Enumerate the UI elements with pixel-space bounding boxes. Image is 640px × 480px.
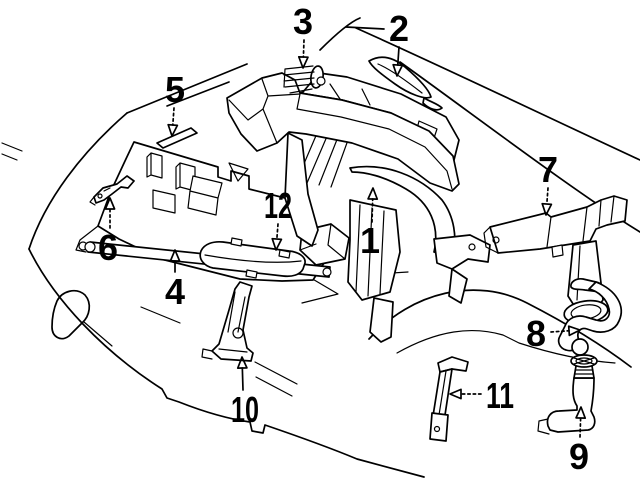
callout-1-leader-line <box>371 198 374 223</box>
callout-5-number: 5 <box>165 69 185 110</box>
callout-8-leader-line <box>550 329 570 333</box>
callout-11-arrowhead <box>449 388 462 400</box>
callout-7-leader-line <box>545 187 549 205</box>
callout-2-number: 2 <box>389 8 409 49</box>
callout-11-number: 11 <box>486 375 514 416</box>
main-apron-assembly <box>75 72 491 343</box>
part-11-bracket <box>429 356 469 442</box>
callout-9-arrowhead <box>575 406 587 419</box>
callout-10: 10 <box>231 356 259 430</box>
callout-10-arrowhead <box>236 356 248 369</box>
callout-7-arrowhead <box>541 202 553 216</box>
callout-10-leader-line <box>241 367 244 391</box>
callout-10-number: 10 <box>231 389 259 430</box>
fender-curve <box>28 112 128 250</box>
hood-edge-line <box>126 63 248 114</box>
part-3-ribbed-piece <box>283 65 326 94</box>
part-5-strip <box>156 127 198 149</box>
callout-1-arrowhead <box>367 187 379 200</box>
windshield-line <box>355 27 640 161</box>
part-12-panel <box>199 237 306 279</box>
callout-4-number: 4 <box>165 271 185 312</box>
bumper-outline <box>28 248 425 478</box>
callout-9-leader-line <box>579 417 582 438</box>
callout-5-arrowhead <box>167 123 179 137</box>
wheel-arch <box>368 289 632 368</box>
callout-4: 4 <box>165 249 185 312</box>
callout-2-leader-line <box>396 46 400 66</box>
callout-4-arrowhead <box>169 249 181 262</box>
callout-12-leader-line <box>275 223 279 240</box>
callout-3-number: 3 <box>293 1 313 42</box>
callout-9: 9 <box>569 406 589 477</box>
callout-5-leader-line <box>171 107 175 126</box>
callout-8-arrowhead <box>567 325 581 337</box>
callout-2: 2 <box>389 8 409 77</box>
callout-12-arrowhead <box>271 237 283 251</box>
callout-6-number: 6 <box>98 227 118 268</box>
callout-8: 8 <box>526 313 581 354</box>
callout-6: 6 <box>98 197 118 268</box>
callout-9-number: 9 <box>569 436 589 477</box>
part-9-pipe <box>537 354 598 435</box>
callout-7-number: 7 <box>538 149 558 190</box>
callout-1: 1 <box>360 187 380 261</box>
callout-11: 11 <box>449 375 514 416</box>
part-2-pad <box>368 56 443 111</box>
callout-3: 3 <box>293 1 313 69</box>
callout-12-number: 12 <box>264 185 292 226</box>
callout-3-arrowhead <box>297 55 309 69</box>
callout-1-number: 1 <box>360 220 380 261</box>
tow-hook-shape <box>51 289 91 340</box>
callout-3-leader-line <box>302 39 305 58</box>
part-6-bracket <box>89 175 135 206</box>
car-body-outline <box>1 17 640 478</box>
callout-8-number: 8 <box>526 313 546 354</box>
part-10-bracket <box>201 281 254 362</box>
callout-12: 12 <box>264 185 292 251</box>
part-7-duct <box>483 195 628 325</box>
callout-6-arrowhead <box>104 197 116 210</box>
callout-5: 5 <box>165 69 185 137</box>
callout-7: 7 <box>538 149 558 216</box>
callout-2-arrowhead <box>392 63 404 77</box>
